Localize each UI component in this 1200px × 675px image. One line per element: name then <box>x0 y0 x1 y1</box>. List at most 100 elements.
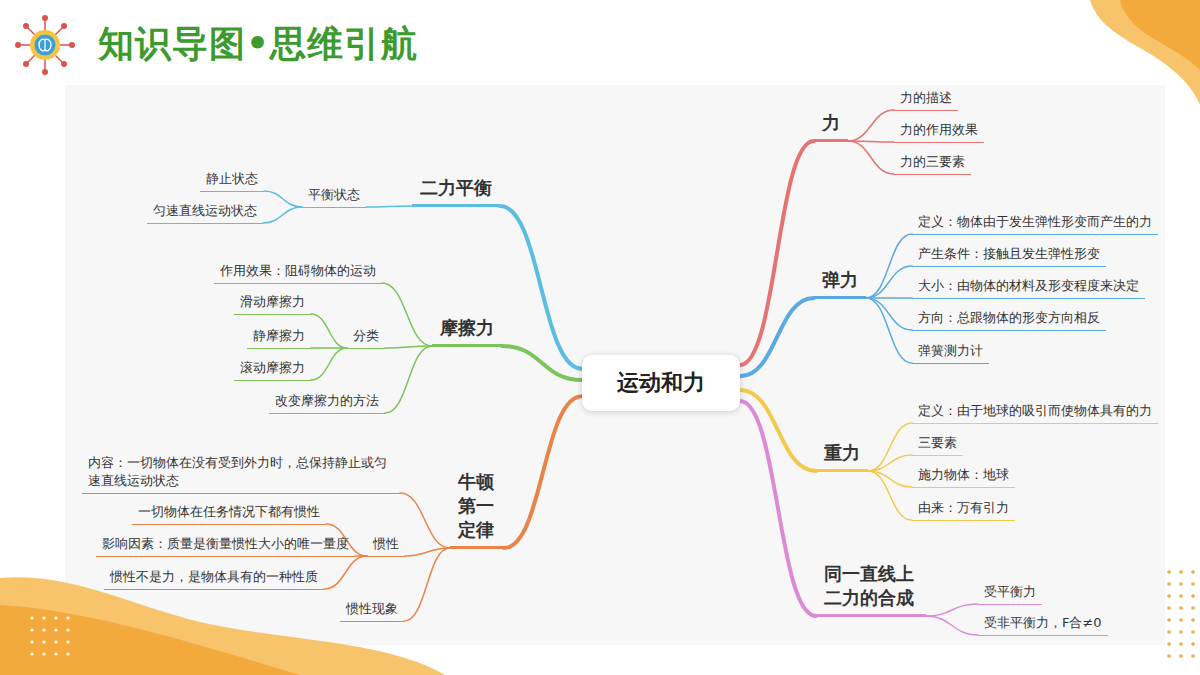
deco-dot <box>1167 606 1171 610</box>
deco-dot <box>1167 582 1171 586</box>
subtopic: 由来：万有引力 <box>912 497 1015 521</box>
topic-text: 弹力 <box>822 268 858 292</box>
subtopic: 一切物体在任务情况下都有惯性 <box>132 501 326 525</box>
subtopic: 静摩擦力 <box>247 325 311 349</box>
branch-connector <box>866 266 912 298</box>
corner-blob <box>1090 0 1200 105</box>
topic-text: 牛顿第一定律 <box>458 470 496 542</box>
deco-dot <box>66 652 69 655</box>
topic-text: 作用效果：阻碍物体的运动 <box>220 262 376 280</box>
subtopic: 弹簧测力计 <box>912 340 989 364</box>
subtopic: 内容：一切物体在没有受到外力时，总保持静止或匀速直线运动状态 <box>82 452 400 494</box>
branch-connector <box>382 283 432 346</box>
subtopic: 滑动摩擦力 <box>234 291 311 315</box>
deco-dot <box>30 628 33 631</box>
deco-dot <box>1179 594 1183 598</box>
subtopic: 大小：由物体的材料及形变程度来决定 <box>912 275 1145 299</box>
topic-text: 力的三要素 <box>900 153 965 171</box>
deco-dot <box>30 640 33 643</box>
subtopic: 静止状态 <box>200 168 264 192</box>
subtopic: 力的三要素 <box>894 151 971 175</box>
deco-dot <box>1191 630 1195 634</box>
subtopic: 作用效果：阻碍物体的运动 <box>214 260 382 284</box>
branch-connector <box>500 206 582 369</box>
deco-dot <box>1191 618 1195 622</box>
topic-text: 力的作用效果 <box>900 121 978 139</box>
subtopic: 定义：物体由于发生弹性形变而产生的力 <box>912 211 1158 235</box>
topic-text: 重力 <box>824 441 860 465</box>
branch-topic: 摩擦力 <box>432 314 502 347</box>
topic-text: 滑动摩擦力 <box>240 293 305 311</box>
topic-text: 力 <box>822 111 840 135</box>
topic-text: 惯性不是力，是物体具有的一种性质 <box>110 568 318 586</box>
deco-dot <box>66 628 69 631</box>
deco-dot <box>1179 654 1183 658</box>
deco-dot <box>1179 582 1183 586</box>
deco-dot <box>42 640 45 643</box>
map-panel <box>65 85 1165 645</box>
deco-dot <box>1167 642 1171 646</box>
subtopic: 平衡状态 <box>302 184 366 208</box>
subtopic: 惯性不是力，是物体具有的一种性质 <box>104 566 324 590</box>
deco-dot <box>42 616 45 619</box>
topic-text: 滚动摩擦力 <box>240 359 305 377</box>
subtopic: 定义：由于地球的吸引而使物体具有的力 <box>912 400 1158 424</box>
topic-text: 由来：万有引力 <box>918 499 1009 517</box>
branch-connector <box>366 206 412 207</box>
corner-blob <box>1120 0 1200 70</box>
subtopic: 力的描述 <box>894 87 958 111</box>
topic-text: 匀速直线运动状态 <box>153 202 257 220</box>
branch-connector <box>866 234 912 298</box>
branch-topic: 牛顿第一定律 <box>450 468 504 549</box>
topic-text: 静止状态 <box>206 170 258 188</box>
branch-connector <box>264 191 302 207</box>
branch-connector <box>311 348 347 380</box>
deco-dot <box>42 652 45 655</box>
branch-connector <box>502 346 582 380</box>
topic-text: 施力物体：地球 <box>918 466 1009 484</box>
branch-connector <box>400 493 450 548</box>
page-title: 知识导图•思维引航 <box>98 20 418 69</box>
subtopic: 分类 <box>347 325 385 349</box>
branch-connector <box>740 141 814 365</box>
branch-connector <box>740 298 814 376</box>
deco-dot <box>1191 570 1195 574</box>
deco-dot <box>1191 654 1195 658</box>
topic-text: 改变摩擦力的方法 <box>275 392 379 410</box>
topic-text: 二力平衡 <box>420 176 492 200</box>
topic-text: 影响因素：质量是衡量惯性大小的唯一量度 <box>102 535 349 553</box>
deco-dot <box>30 652 33 655</box>
branch-connector <box>405 548 450 556</box>
topic-text: 三要素 <box>918 434 957 452</box>
branch-connector <box>740 390 816 471</box>
branch-topic: 同一直线上二力的合成 <box>816 560 926 617</box>
subtopic: 施力物体：地球 <box>912 464 1015 488</box>
topic-text: 平衡状态 <box>308 186 360 204</box>
deco-dot <box>1167 630 1171 634</box>
branch-connector <box>324 556 367 589</box>
deco-dot <box>54 652 57 655</box>
branch-connector <box>848 141 894 174</box>
branch-connector <box>866 298 912 363</box>
deco-dot <box>1167 570 1171 574</box>
branch-connector <box>926 604 978 616</box>
deco-dot <box>54 616 57 619</box>
deco-dot <box>42 628 45 631</box>
subtopic: 滚动摩擦力 <box>234 357 311 381</box>
subtopic: 匀速直线运动状态 <box>147 200 263 224</box>
deco-dot <box>66 616 69 619</box>
branch-connector <box>740 401 816 616</box>
topic-text: 受平衡力 <box>984 583 1036 601</box>
deco-dot <box>30 616 33 619</box>
topic-text: 受非平衡力，F合≠0 <box>984 614 1102 632</box>
central-topic: 运动和力 <box>582 355 740 411</box>
deco-dot <box>54 628 57 631</box>
subtopic: 受非平衡力，F合≠0 <box>978 612 1108 636</box>
deco-dot <box>66 640 69 643</box>
topic-text: 定义：物体由于发生弹性形变而产生的力 <box>918 213 1152 231</box>
branch-connector <box>311 314 347 348</box>
deco-dot <box>1191 642 1195 646</box>
deco-dot <box>1179 630 1183 634</box>
topic-text: 惯性现象 <box>346 600 398 618</box>
branch-connector <box>868 471 912 520</box>
